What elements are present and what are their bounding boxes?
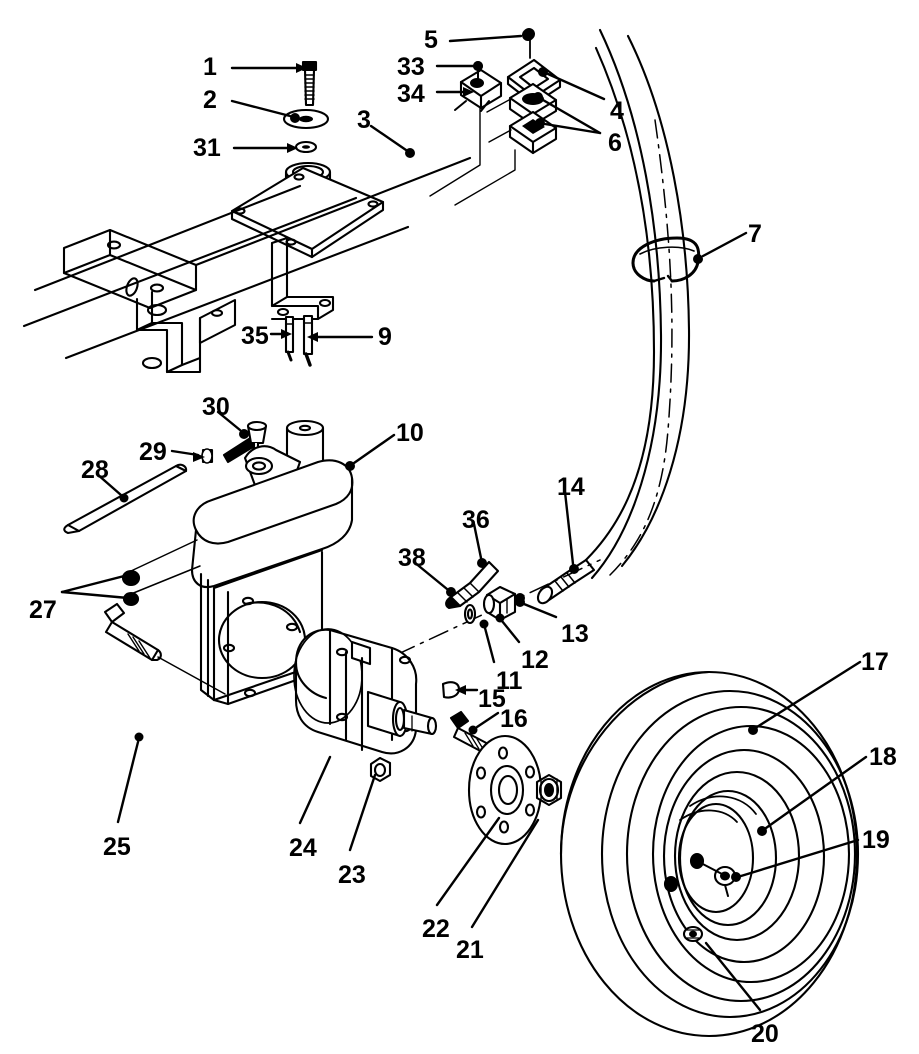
callout-1[interactable]: 1 xyxy=(203,53,217,81)
callout-12[interactable]: 12 xyxy=(521,646,549,674)
callout-15[interactable]: 15 xyxy=(478,685,506,713)
lock-nut-27b xyxy=(122,591,140,607)
callout-6[interactable]: 6 xyxy=(608,129,622,157)
callout-21[interactable]: 21 xyxy=(456,936,484,964)
callout-35[interactable]: 35 xyxy=(241,322,269,350)
callout-31[interactable]: 31 xyxy=(193,134,221,162)
callout-3[interactable]: 3 xyxy=(357,106,371,134)
hose-end-14 xyxy=(536,558,596,605)
pivot-block-34 xyxy=(454,68,503,112)
backup-washer-11 xyxy=(463,603,477,625)
callout-23[interactable]: 23 xyxy=(338,861,366,889)
hex-nut-21 xyxy=(535,773,563,807)
wheel-rim-18 xyxy=(662,748,826,964)
callout-33[interactable]: 33 xyxy=(397,53,425,81)
wheel-motor-24 xyxy=(293,628,438,755)
mounting-plate-3 xyxy=(230,166,385,259)
roll-pin-35 xyxy=(284,315,295,362)
callout-2[interactable]: 2 xyxy=(203,86,217,114)
callout-9[interactable]: 9 xyxy=(378,323,392,351)
hydraulic-hose-inner xyxy=(546,46,656,592)
wheel-hub-22 xyxy=(467,734,543,846)
support-bracket xyxy=(270,236,335,321)
callout-27[interactable]: 27 xyxy=(29,596,57,624)
spindle-housing-10 xyxy=(190,419,354,706)
grease-fitting-30 xyxy=(222,420,268,464)
callout-34[interactable]: 34 xyxy=(397,80,425,108)
callout-20[interactable]: 20 xyxy=(751,1020,779,1048)
callout-30[interactable]: 30 xyxy=(202,393,230,421)
callout-29[interactable]: 29 xyxy=(139,438,167,466)
lockwasher-31 xyxy=(294,140,318,154)
callout-10[interactable]: 10 xyxy=(396,419,424,447)
callout-19[interactable]: 19 xyxy=(862,826,890,854)
callout-7[interactable]: 7 xyxy=(748,220,762,248)
callout-11[interactable]: 11 xyxy=(496,667,523,695)
pivot-bolt-25 xyxy=(103,602,162,662)
hose-centerline xyxy=(609,119,673,576)
hose-clamp-ring-7 xyxy=(631,236,701,283)
clevis-pin-9 xyxy=(302,314,314,367)
callout-36[interactable]: 36 xyxy=(462,506,490,534)
chassis-frame xyxy=(22,156,472,374)
hydraulic-fitting-36 xyxy=(445,560,500,610)
lock-nut-27a xyxy=(121,569,141,587)
callout-22[interactable]: 22 xyxy=(422,915,450,943)
callout-14[interactable]: 14 xyxy=(557,473,585,501)
callout-24[interactable]: 24 xyxy=(289,834,317,862)
callout-18[interactable]: 18 xyxy=(869,743,897,771)
callout-25[interactable]: 25 xyxy=(103,833,131,861)
hydraulic-hose-outer xyxy=(590,28,691,580)
callout-16[interactable]: 16 xyxy=(500,705,528,733)
callout-13[interactable]: 13 xyxy=(561,620,589,648)
callout-5[interactable]: 5 xyxy=(424,26,438,54)
pivot-block-lower-6b xyxy=(508,110,558,155)
callout-17[interactable]: 17 xyxy=(861,648,889,676)
callout-28[interactable]: 28 xyxy=(81,456,109,484)
callout-38[interactable]: 38 xyxy=(398,544,426,572)
callout-leaders xyxy=(60,29,868,1012)
callout-4[interactable]: 4 xyxy=(610,97,624,125)
washer-29 xyxy=(201,448,214,464)
